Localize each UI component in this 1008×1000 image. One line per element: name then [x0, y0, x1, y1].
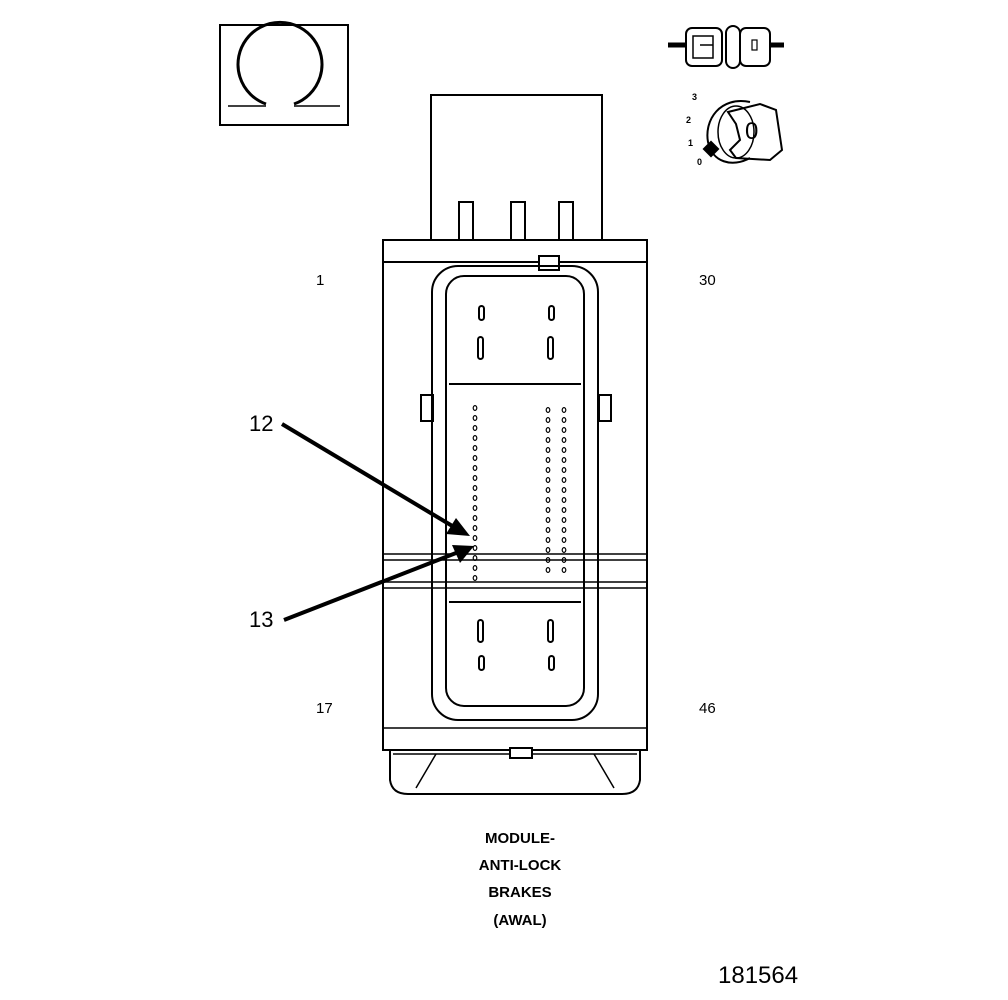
pin-hole-c1-1	[545, 417, 551, 424]
module-title-line-3: BRAKES	[488, 884, 552, 901]
pin-hole-c0-0	[472, 405, 478, 412]
ignition-position-2: 2	[686, 115, 692, 125]
module-title-line-4: (AWAL)	[493, 912, 547, 929]
pin-hole-c0-16	[472, 564, 478, 571]
pin-hole-c2-0	[561, 407, 567, 414]
pin-hole-c1-14	[545, 546, 551, 553]
pin-hole-c2-12	[561, 526, 567, 533]
pin-hole-c0-5	[472, 455, 478, 462]
pin-hole-c2-15	[561, 556, 567, 563]
pin-hole-c1-11	[545, 516, 551, 523]
pin-hole-c2-11	[561, 516, 567, 523]
pin-matrix	[472, 405, 567, 581]
pin-hole-c2-16	[561, 566, 567, 573]
pin-label-17: 17	[316, 700, 333, 717]
pin-hole-c1-8	[545, 487, 551, 494]
pin-hole-c2-8	[561, 487, 567, 494]
ignition-position-0: 0	[697, 157, 703, 167]
pin-hole-c0-11	[472, 514, 478, 521]
pin-hole-c2-4	[561, 447, 567, 454]
pin-hole-c2-13	[561, 536, 567, 543]
ohm-view-icon	[219, 20, 349, 126]
pin-hole-c1-6	[545, 467, 551, 474]
pin-hole-c2-5	[561, 457, 567, 464]
pin-hole-c2-3	[561, 437, 567, 444]
pin-hole-c2-6	[561, 467, 567, 474]
pin-hole-c2-2	[561, 427, 567, 434]
pin-hole-c0-6	[472, 465, 478, 472]
ignition-key-icon	[702, 100, 784, 164]
pin-hole-c0-10	[472, 505, 478, 512]
pin-hole-c0-9	[472, 495, 478, 502]
pin-hole-c1-10	[545, 507, 551, 514]
pin-hole-c2-9	[561, 497, 567, 504]
callout-label-12: 12	[249, 411, 274, 436]
pin-hole-c1-13	[545, 536, 551, 543]
module-title-line-1: MODULE-	[485, 830, 555, 847]
pin-hole-c0-8	[472, 485, 478, 492]
pin-hole-c2-10	[561, 507, 567, 514]
pin-hole-c0-2	[472, 425, 478, 432]
connector-pair-icon	[668, 25, 784, 69]
pin-label-46: 46	[699, 700, 716, 717]
callout-arrow-13	[283, 545, 474, 622]
pin-hole-c0-14	[472, 544, 478, 551]
ignition-position-1: 1	[688, 138, 694, 148]
pin-hole-c1-5	[545, 457, 551, 464]
figure-id: 181564	[718, 962, 799, 989]
callout-label-13: 13	[249, 607, 274, 632]
pin-hole-c0-1	[472, 415, 478, 422]
pin-hole-c1-3	[545, 437, 551, 444]
module-title-line-2: ANTI-LOCK	[478, 857, 562, 874]
pin-hole-c0-17	[472, 574, 478, 581]
pin-label-30: 30	[699, 272, 716, 289]
pin-hole-c0-3	[472, 435, 478, 442]
pin-hole-c1-12	[545, 526, 551, 533]
pin-hole-c1-0	[545, 407, 551, 414]
pin-hole-c0-15	[472, 554, 478, 561]
module-body	[382, 239, 648, 795]
pin-hole-c2-1	[561, 417, 567, 424]
module-header	[430, 94, 603, 241]
pin-hole-c0-12	[472, 524, 478, 531]
pin-label-1: 1	[316, 272, 325, 289]
pin-hole-c2-7	[561, 477, 567, 484]
pin-hole-c1-16	[545, 566, 551, 573]
pin-hole-c0-7	[472, 475, 478, 482]
ignition-key-symbol: 0	[745, 118, 759, 145]
callout-arrow-12	[280, 422, 470, 536]
ignition-position-3: 3	[692, 92, 698, 102]
pin-hole-c0-13	[472, 534, 478, 541]
pin-hole-c1-15	[545, 556, 551, 563]
pin-hole-c1-2	[545, 427, 551, 434]
connector-face	[431, 265, 599, 721]
pin-hole-c2-14	[561, 546, 567, 553]
pin-hole-c1-4	[545, 447, 551, 454]
pin-hole-c0-4	[472, 445, 478, 452]
pin-hole-c1-9	[545, 497, 551, 504]
pin-hole-c1-7	[545, 477, 551, 484]
